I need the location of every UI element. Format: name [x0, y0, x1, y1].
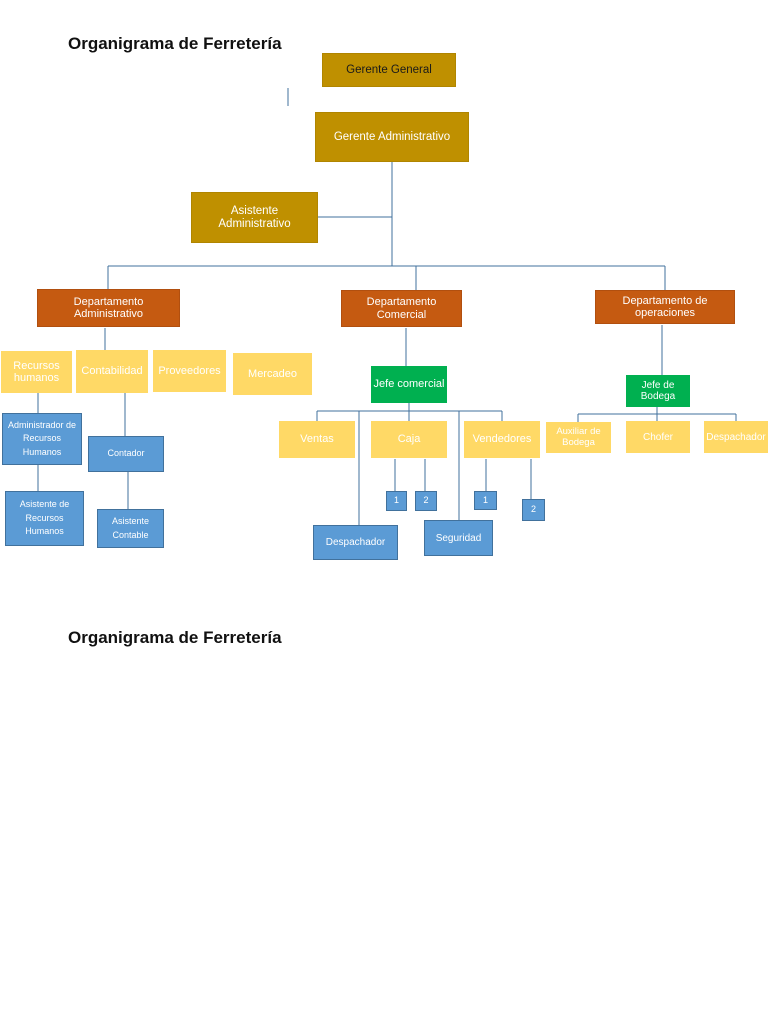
- node-asistente-administrativo: Asistente Administrativo: [191, 192, 318, 243]
- node-despachador-comercial: Despachador: [313, 525, 398, 560]
- node-dep-operaciones: Departamento de operaciones: [595, 290, 735, 324]
- node-gerente-general: Gerente General: [322, 53, 456, 87]
- node-chofer: Chofer: [626, 421, 690, 453]
- node-dep-administrativo: Departamento Administrativo: [37, 289, 180, 327]
- node-caja-1: 1: [386, 491, 407, 511]
- node-recursos-humanos: Recursos humanos: [1, 351, 72, 393]
- node-seguridad: Seguridad: [424, 520, 493, 556]
- node-auxiliar-bodega: Auxiliar de Bodega: [546, 422, 611, 453]
- node-proveedores: Proveedores: [153, 350, 226, 392]
- node-vendedores: Vendedores: [464, 421, 540, 458]
- node-caja: Caja: [371, 421, 447, 458]
- node-ventas: Ventas: [279, 421, 355, 458]
- node-jefe-comercial: Jefe comercial: [371, 366, 447, 403]
- node-gerente-administrativo: Gerente Administrativo: [315, 112, 469, 162]
- node-jefe-bodega: Jefe de Bodega: [626, 375, 690, 407]
- node-contador: Contador: [88, 436, 164, 472]
- node-admin-rrhh: Administrador de Recursos Humanos: [2, 413, 82, 465]
- page-title-bottom: Organigrama de Ferretería: [68, 628, 282, 647]
- node-vendedores-2: 2: [522, 499, 545, 521]
- org-chart-connectors: [37, 88, 737, 525]
- node-contabilidad: Contabilidad: [76, 350, 148, 393]
- node-vendedores-1: 1: [474, 491, 497, 510]
- node-caja-2: 2: [415, 491, 437, 511]
- node-dep-comercial: Departamento Comercial: [341, 290, 462, 327]
- node-asistente-rrhh: Asistente de Recursos Humanos: [5, 491, 84, 546]
- node-despachador-operaciones: Despachador: [704, 421, 768, 453]
- node-mercadeo: Mercadeo: [233, 353, 312, 395]
- page-title-top: Organigrama de Ferretería: [68, 34, 282, 53]
- node-asistente-contable: Asistente Contable: [97, 509, 164, 548]
